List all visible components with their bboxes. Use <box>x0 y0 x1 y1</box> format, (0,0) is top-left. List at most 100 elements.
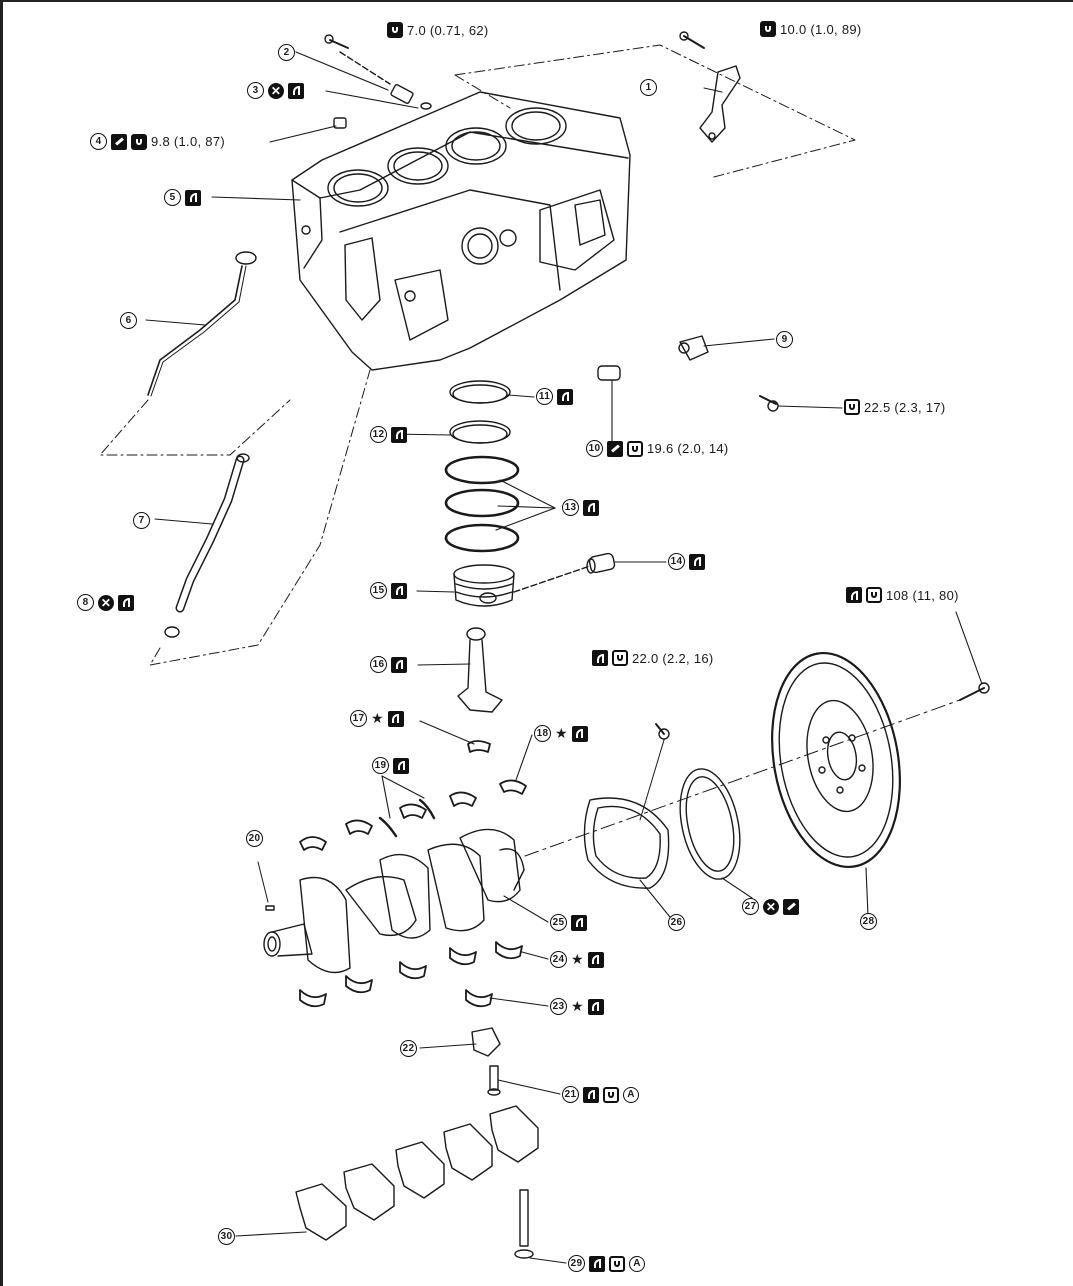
engine-oil-icon <box>587 951 604 968</box>
callout-1-torque: 10.0 (1.0, 89) <box>760 21 862 37</box>
replace-part-icon: ✕ <box>763 898 779 915</box>
rod-cap <box>471 1027 501 1057</box>
engine-oil-icon <box>288 82 304 99</box>
lower-main-bearings <box>299 941 523 1008</box>
callout-12: 12 <box>370 426 407 443</box>
replace-part-icon: ✕ <box>268 82 284 99</box>
engine-oil-icon <box>571 725 588 742</box>
torque-wrench-icon <box>609 1255 625 1272</box>
knock-sensor <box>678 335 709 361</box>
crank-center-line <box>524 699 961 857</box>
drain-plug <box>333 117 347 129</box>
callout-27: 27 ✕ <box>742 898 799 915</box>
crankshaft <box>263 828 525 974</box>
bolt-9 <box>759 395 779 412</box>
engine-oil-icon <box>846 587 862 603</box>
rear-oil-seal <box>679 768 741 880</box>
engine-oil-icon <box>589 1255 605 1272</box>
sealant-icon <box>607 440 623 457</box>
callout-2-torque: 7.0 (0.71, 62) <box>387 22 489 38</box>
callout-2: 2 <box>278 44 295 61</box>
engine-oil-icon <box>583 1086 599 1103</box>
main-bearing-caps <box>295 1105 539 1241</box>
callout-13: 13 <box>562 499 599 516</box>
engine-oil-icon <box>689 553 705 570</box>
callout-23: 23 ★ <box>550 998 604 1015</box>
gauge-guide-lines <box>99 399 291 456</box>
callout-24: 24 ★ <box>550 951 604 968</box>
engine-oil-icon <box>391 656 407 673</box>
bracket-guide-lines <box>454 44 856 179</box>
torque-wrench-icon <box>627 440 643 457</box>
callout-5: 5 <box>164 189 201 206</box>
torque-wrench-icon <box>612 650 628 666</box>
callout-30: 30 <box>218 1228 235 1245</box>
top-bolt-and-sensor <box>324 34 432 110</box>
leader-lines <box>145 51 983 1264</box>
piston-pin <box>586 552 616 574</box>
lower-guide-lines <box>149 369 371 666</box>
callout-4: 4 9.8 (1.0, 87) <box>90 133 225 150</box>
callout-20: 20 <box>246 830 263 847</box>
flywheel-bolt <box>959 682 990 701</box>
oil-gauge-guide <box>175 453 250 613</box>
crank-key <box>265 905 275 911</box>
left-border <box>0 0 3 1286</box>
engine-oil-icon <box>118 594 134 611</box>
callout-28: 28 <box>860 913 877 930</box>
replace-part-icon: ✕ <box>98 594 114 611</box>
cylinder-block <box>291 91 631 371</box>
callout-11: 11 <box>536 388 573 405</box>
callout-18: 18 ★ <box>534 725 588 742</box>
callout-8: 8 ✕ <box>77 594 134 611</box>
engine-oil-icon <box>185 189 201 206</box>
torque-wrench-icon <box>131 133 147 150</box>
callout-22: 22 <box>400 1040 417 1057</box>
sealant-icon <box>111 133 127 150</box>
callout-3: 3 ✕ <box>247 82 304 99</box>
callout-6: 6 <box>120 312 137 329</box>
callout-14: 14 <box>668 553 705 570</box>
engine-oil-icon <box>557 388 573 405</box>
callout-29: 29 A <box>568 1255 645 1272</box>
bracket-part <box>679 31 741 143</box>
torque-wrench-icon <box>844 399 860 415</box>
engine-oil-icon <box>391 582 407 599</box>
water-drain-plug <box>597 365 621 381</box>
callout-26-torque: 22.0 (2.2, 16) <box>592 650 714 666</box>
callout-28-torque: 108 (11, 80) <box>846 587 959 603</box>
engine-oil-icon <box>571 914 587 931</box>
callout-9-torque: 22.5 (2.3, 17) <box>844 399 946 415</box>
torque-wrench-icon <box>387 22 403 38</box>
top-border <box>0 0 1073 2</box>
key-leader <box>257 861 269 903</box>
engine-oil-icon <box>587 998 604 1015</box>
callout-25: 25 <box>550 914 587 931</box>
callout-15: 15 <box>370 582 407 599</box>
rod-nut-21 <box>487 1065 501 1096</box>
callout-26: 26 <box>668 914 685 931</box>
connecting-rod <box>457 627 503 713</box>
upper-main-bearings <box>299 740 527 851</box>
flywheel <box>771 651 901 869</box>
engine-oil-icon <box>391 426 407 443</box>
callout-9: 9 <box>776 331 793 348</box>
callout-19: 19 <box>372 757 409 774</box>
callout-17: 17 ★ <box>350 710 404 727</box>
engine-oil-icon <box>393 757 409 774</box>
torque-wrench-icon <box>866 587 882 603</box>
callout-21: 21 A <box>562 1086 639 1103</box>
callout-16: 16 <box>370 656 407 673</box>
callout-7: 7 <box>133 512 150 529</box>
engine-oil-icon <box>592 650 608 666</box>
plate-bolt-26 <box>639 723 670 821</box>
callout-1: 1 <box>640 79 657 96</box>
sealant-icon <box>783 898 799 915</box>
o-ring-part <box>164 626 180 638</box>
oil-level-gauge <box>147 251 257 397</box>
rear-plate <box>583 797 670 889</box>
engine-oil-icon <box>583 499 599 516</box>
callout-10: 10 19.6 (2.0, 14) <box>586 440 729 457</box>
cap-bolt-29 <box>514 1189 534 1259</box>
